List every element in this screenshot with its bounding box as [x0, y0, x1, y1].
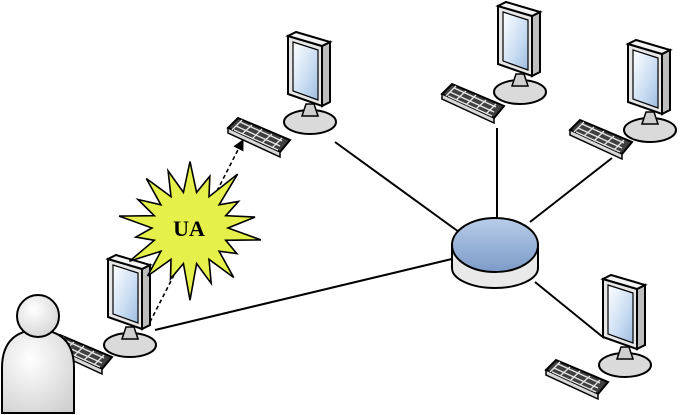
- computer-icon: [227, 31, 337, 158]
- link-top-left: [334, 141, 471, 241]
- user-icon: [1, 294, 75, 414]
- attack-arrow: [149, 139, 244, 323]
- burst-star-icon: [118, 161, 262, 301]
- computer-icon: [569, 39, 677, 160]
- burst-label: UA: [173, 216, 205, 241]
- link-bottom-right: [534, 281, 605, 339]
- computer-icon: [441, 1, 547, 124]
- link-attacker: [154, 257, 457, 331]
- link-top-right: [529, 157, 613, 223]
- ua-burst: UA: [118, 161, 262, 301]
- computer-icon: [545, 274, 652, 400]
- network-hub-icon: [451, 217, 539, 289]
- connection-lines: [154, 128, 613, 339]
